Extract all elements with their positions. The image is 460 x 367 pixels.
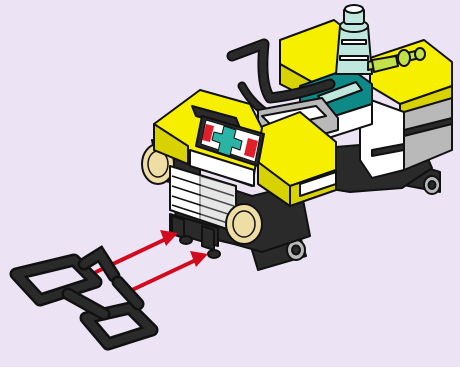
first-aid-bottle (336, 5, 372, 74)
tow-bar-icon (16, 254, 152, 344)
insert-arrow-lower (132, 251, 208, 290)
front-right-headlight (226, 204, 262, 244)
quad-bike (142, 5, 452, 270)
